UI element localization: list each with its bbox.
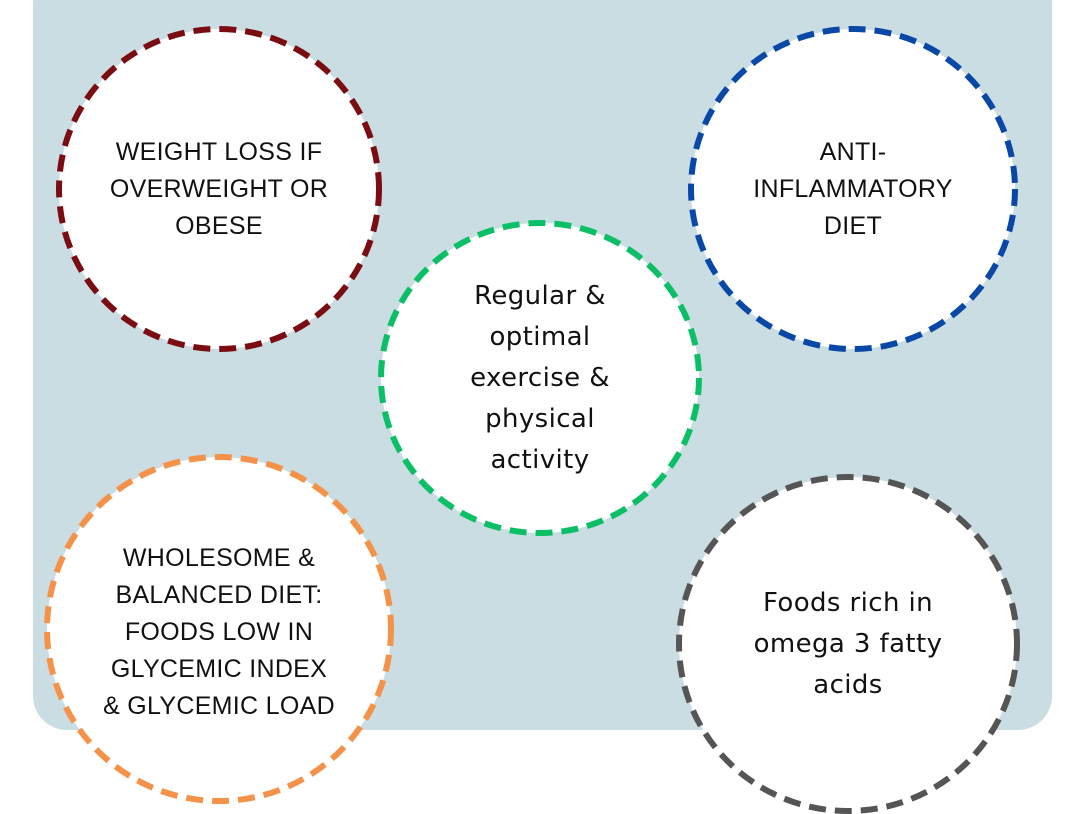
wholesome-diet-circle: WHOLESOME & BALANCED DIET: FOODS LOW IN … — [44, 454, 394, 804]
wholesome-diet-line-5: & GLYCEMIC LOAD — [103, 692, 335, 720]
anti-inflammatory-dashed-ring — [688, 26, 1018, 352]
wholesome-diet-line-3: FOODS LOW IN — [124, 618, 314, 646]
weight-loss-circle: WEIGHT LOSS IF OVERWEIGHT OR OBESE — [56, 26, 382, 352]
anti-inflammatory-circle: ANTI- INFLAMMATORY DIET — [688, 26, 1018, 352]
weight-loss-line-1: WEIGHT LOSS IF — [115, 137, 323, 166]
weight-loss-dashed-ring — [56, 26, 382, 352]
weight-disc — [59, 29, 379, 349]
anti-inflammatory-line-3: DIET — [823, 211, 883, 240]
exercise-label: Regular & optimal exercise & physical ac… — [378, 220, 702, 536]
omega-3-line-1: Foods rich in — [762, 588, 933, 618]
wholesome-diet-line-2: BALANCED DIET: — [115, 581, 323, 609]
weight-loss-line-3: OBESE — [175, 211, 263, 240]
exercise-line-1: Regular & — [474, 280, 606, 311]
anti-dashes — [688, 26, 1018, 352]
exercise-dashed-ring — [378, 220, 702, 536]
weight-loss-line-2: OVERWEIGHT OR — [109, 174, 329, 203]
omega-3-label: Foods rich in omega 3 fatty acids — [676, 474, 1020, 814]
omega-3-circle: Foods rich in omega 3 fatty acids — [676, 474, 1020, 814]
wholesome-diet-line-1: WHOLESOME & — [122, 544, 316, 572]
weight-dashes — [56, 26, 382, 352]
anti-inflammatory-line-2: INFLAMMATORY — [753, 174, 953, 203]
omega-3-line-3: acids — [813, 670, 883, 700]
exercise-line-4: physical — [485, 403, 595, 434]
exercise-disc — [381, 223, 699, 533]
weight-loss-label: WEIGHT LOSS IF OVERWEIGHT OR OBESE — [56, 26, 382, 352]
anti-inflammatory-line-1: ANTI- — [819, 137, 887, 166]
wholesome-diet-label: WHOLESOME & BALANCED DIET: FOODS LOW IN … — [44, 454, 394, 804]
wholesome-diet-line-4: GLYCEMIC INDEX — [110, 655, 328, 683]
exercise-line-2: optimal — [489, 321, 591, 352]
exercise-dashes — [378, 220, 702, 536]
exercise-circle: Regular & optimal exercise & physical ac… — [378, 220, 702, 536]
anti-inflammatory-label: ANTI- INFLAMMATORY DIET — [688, 26, 1018, 352]
omega-3-line-2: omega 3 fatty — [753, 629, 943, 659]
anti-disc — [691, 29, 1015, 349]
exercise-line-5: activity — [490, 444, 590, 475]
exercise-line-3: exercise & — [470, 362, 610, 393]
